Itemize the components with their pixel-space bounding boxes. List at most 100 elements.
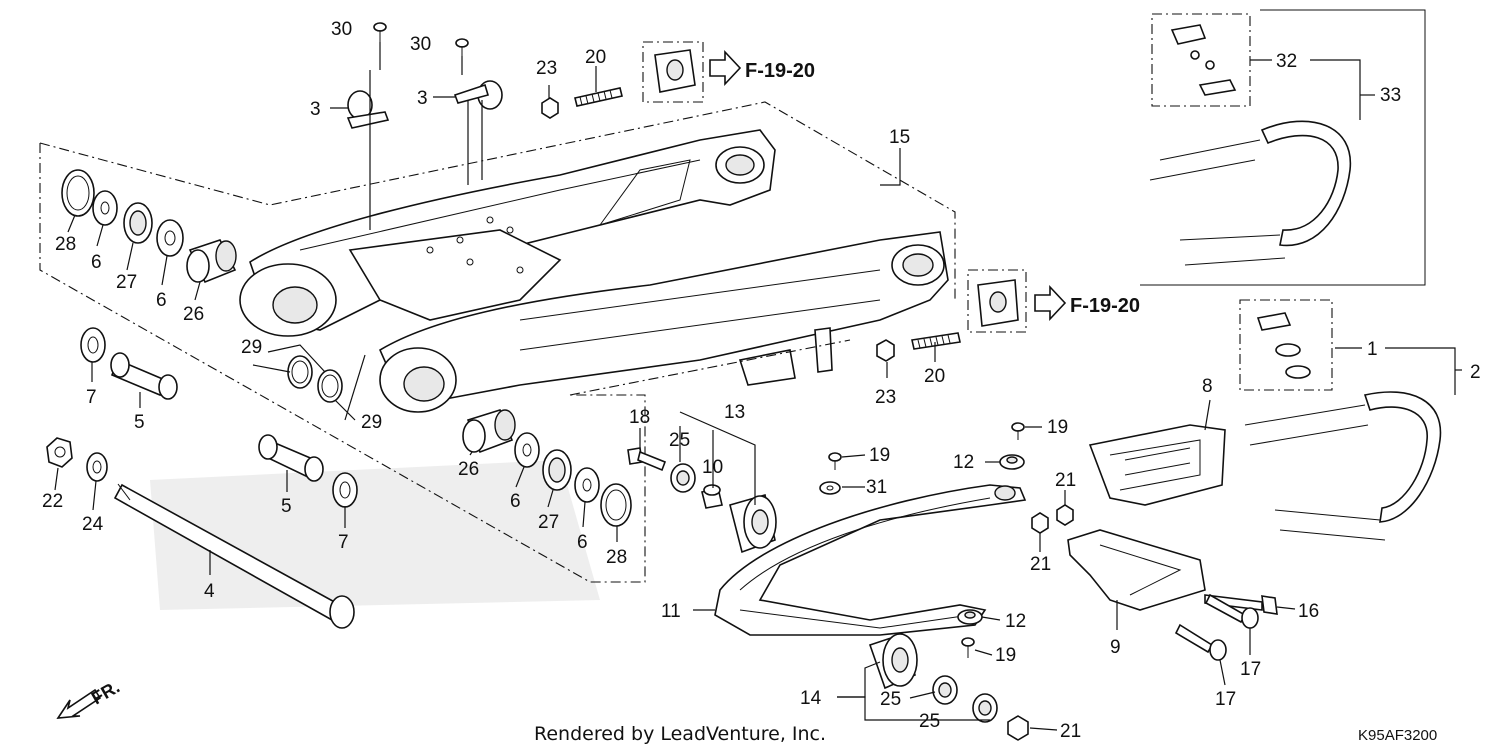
washer-24[interactable] [86, 452, 108, 482]
nut-12-b[interactable] [957, 609, 983, 625]
washer-6-b[interactable] [156, 219, 184, 257]
cross-reference-label-a[interactable]: F-19-20 [745, 60, 815, 82]
callout-26-b[interactable]: 26 [458, 459, 479, 480]
callout-15[interactable]: 15 [889, 127, 910, 148]
master-link-box-1[interactable] [1239, 299, 1333, 391]
chain-slider-11[interactable] [714, 484, 1027, 636]
bolt-17-a[interactable] [1204, 593, 1259, 629]
cross-reference-label-b[interactable]: F-19-20 [1070, 295, 1140, 317]
callout-8[interactable]: 8 [1202, 376, 1213, 397]
callout-23-b[interactable]: 23 [875, 387, 896, 408]
callout-29-b[interactable]: 29 [361, 412, 382, 433]
washer-6-c[interactable] [514, 432, 540, 468]
collar-7-b[interactable] [332, 472, 358, 508]
callout-6-b[interactable]: 6 [156, 290, 167, 311]
callout-28-a[interactable]: 28 [55, 234, 76, 255]
callout-31[interactable]: 31 [866, 477, 887, 498]
callout-19-b[interactable]: 19 [1047, 417, 1068, 438]
roller-13[interactable] [729, 493, 777, 554]
callout-30-b[interactable]: 30 [410, 34, 431, 55]
drive-chain-2[interactable] [1244, 391, 1442, 541]
callout-12-a[interactable]: 12 [953, 452, 974, 473]
roller-14[interactable] [868, 633, 918, 690]
callout-10[interactable]: 10 [702, 457, 723, 478]
callout-25-b[interactable]: 25 [880, 689, 901, 710]
drive-chain-33[interactable] [1149, 120, 1352, 266]
callout-11[interactable]: 11 [661, 601, 681, 622]
nut-23-a[interactable] [541, 97, 559, 119]
callout-6-c[interactable]: 6 [510, 491, 521, 512]
callout-26-a[interactable]: 26 [183, 304, 204, 325]
callout-5-a[interactable]: 5 [134, 412, 145, 433]
callout-18[interactable]: 18 [629, 407, 650, 428]
needle-bearing-26-a[interactable] [186, 239, 237, 284]
callout-27-a[interactable]: 27 [116, 272, 137, 293]
callout-25-a[interactable]: 25 [669, 430, 690, 451]
roller-bearing-25-b[interactable] [932, 675, 958, 705]
callout-23-a[interactable]: 23 [536, 58, 557, 79]
adjusting-bolt-20-a[interactable] [574, 87, 623, 107]
pivot-bolt-4[interactable] [113, 483, 355, 629]
pivot-spacer-5-a[interactable] [110, 352, 178, 400]
callout-22[interactable]: 22 [42, 491, 63, 512]
hose-clamp-3-b[interactable] [453, 80, 503, 110]
dust-seal-28-left[interactable] [61, 169, 95, 217]
callout-12-b[interactable]: 12 [1005, 611, 1026, 632]
callout-7-b[interactable]: 7 [338, 532, 349, 553]
callout-5-b[interactable]: 5 [281, 496, 292, 517]
pivot-spacer-5-b[interactable] [258, 434, 324, 482]
screw-19-b[interactable] [1011, 422, 1025, 440]
callout-3-b[interactable]: 3 [417, 88, 428, 109]
thrust-bearing-27-b[interactable] [542, 449, 572, 491]
callout-33[interactable]: 33 [1380, 85, 1401, 106]
callout-27-b[interactable]: 27 [538, 512, 559, 533]
nut-21-b[interactable] [1056, 504, 1074, 526]
callout-25-c[interactable]: 25 [919, 711, 940, 732]
callout-1[interactable]: 1 [1367, 339, 1378, 360]
callout-9[interactable]: 9 [1110, 637, 1121, 658]
callout-32[interactable]: 32 [1276, 51, 1297, 72]
dust-seal-28-right[interactable] [600, 483, 632, 527]
callout-21-a[interactable]: 21 [1030, 554, 1051, 575]
callout-4[interactable]: 4 [204, 581, 215, 602]
callout-28-b[interactable]: 28 [606, 547, 627, 568]
callout-30-a[interactable]: 30 [331, 19, 352, 40]
pivot-nut-22[interactable] [46, 437, 73, 468]
callout-2[interactable]: 2 [1470, 362, 1481, 383]
callout-17-a[interactable]: 17 [1240, 659, 1261, 680]
callout-19-c[interactable]: 19 [995, 645, 1016, 666]
callout-17-b[interactable]: 17 [1215, 689, 1236, 710]
chain-guide-8[interactable] [1088, 424, 1226, 506]
callout-29-a[interactable]: 29 [241, 337, 262, 358]
callout-3-a[interactable]: 3 [310, 99, 321, 120]
dust-seal-29-b[interactable] [317, 369, 343, 403]
roller-bearing-25-c[interactable] [972, 693, 998, 723]
chain-guide-bracket-9[interactable] [1067, 529, 1206, 611]
nut-21-a[interactable] [1031, 512, 1049, 534]
callout-14[interactable]: 14 [800, 688, 822, 709]
screw-19-c[interactable] [961, 637, 975, 658]
adjusting-bolt-20-b[interactable] [911, 332, 961, 350]
swingarm[interactable] [239, 129, 949, 413]
dust-seal-29-a[interactable] [287, 355, 313, 389]
callout-20-b[interactable]: 20 [924, 366, 945, 387]
screw-19-a[interactable] [828, 452, 842, 470]
bolt-17-b[interactable] [1174, 623, 1227, 661]
callout-6-d[interactable]: 6 [577, 532, 588, 553]
washer-31[interactable] [819, 481, 841, 495]
callout-7-a[interactable]: 7 [86, 387, 97, 408]
callout-6-a[interactable]: 6 [91, 252, 102, 273]
nut-23-b[interactable] [876, 339, 895, 362]
screw-30-a[interactable] [373, 22, 387, 42]
needle-bearing-26-b[interactable] [462, 409, 516, 454]
thrust-bearing-27-a[interactable] [123, 202, 153, 244]
nut-12-a[interactable] [999, 454, 1025, 470]
callout-13[interactable]: 13 [724, 402, 745, 423]
collar-10[interactable] [701, 484, 723, 509]
callout-24[interactable]: 24 [82, 514, 104, 535]
washer-6-d[interactable] [574, 467, 600, 503]
bolt-18[interactable] [627, 447, 667, 472]
nut-21-c[interactable] [1007, 715, 1029, 741]
callout-19-a[interactable]: 19 [869, 445, 890, 466]
screw-30-b[interactable] [455, 38, 469, 56]
